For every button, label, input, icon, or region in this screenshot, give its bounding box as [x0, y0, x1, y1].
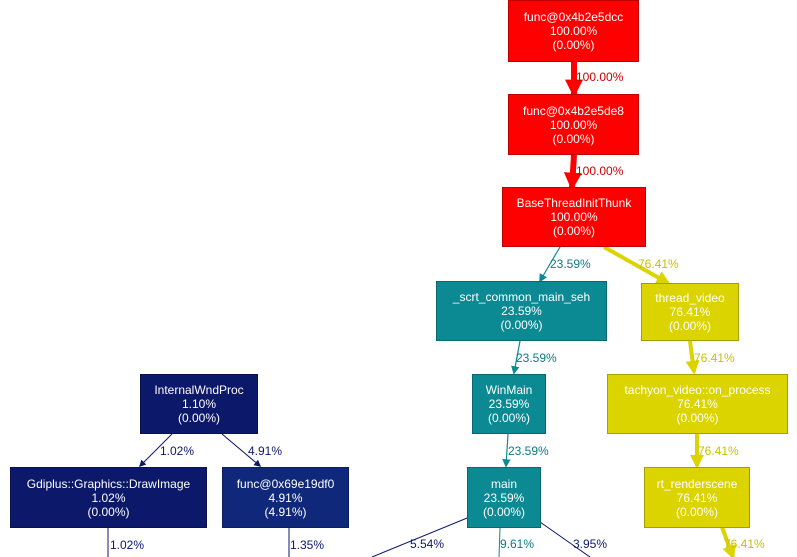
- edge-scrt-to-winmain[interactable]: [511, 340, 521, 375]
- node-total: 100.00%: [549, 24, 598, 38]
- node-internal-wnd-proc[interactable]: InternalWndProc 1.10% (0.00%): [140, 374, 258, 434]
- node-rt-renderscene[interactable]: rt_renderscene 76.41% (0.00%): [644, 467, 750, 528]
- edge-label-drawimage-out: 1.02%: [110, 538, 145, 552]
- node-main[interactable]: main 23.59% (0.00%): [467, 467, 541, 528]
- node-self: (4.91%): [264, 504, 307, 519]
- edge-de8-to-base[interactable]: [563, 154, 582, 191]
- node-self: (0.00%): [552, 224, 596, 238]
- edge-label-iwp-to-drawimage: 1.02%: [160, 444, 195, 458]
- node-name: Gdiplus::Graphics::DrawImage: [26, 476, 191, 491]
- node-total: 76.41%: [669, 305, 711, 319]
- node-func-4b2e5dcc[interactable]: func@0x4b2e5dcc 100.00% (0.00%): [508, 0, 639, 62]
- edge-renderscene-out[interactable]: [720, 526, 736, 557]
- node-func-4b2e5de8[interactable]: func@0x4b2e5de8 100.00% (0.00%): [508, 94, 639, 155]
- edge-base-to-scrt[interactable]: [539, 246, 561, 283]
- node-name: InternalWndProc: [154, 383, 244, 397]
- node-scrt-common-main-seh[interactable]: _scrt_common_main_seh 23.59% (0.00%): [436, 281, 607, 341]
- edge-label-scrt-to-winmain: 23.59%: [516, 351, 557, 365]
- node-total: 1.02%: [91, 490, 126, 505]
- node-self: (0.00%): [487, 411, 531, 425]
- node-total: 23.59%: [488, 397, 530, 411]
- edge-label-dcc-to-de8: 100.00%: [576, 70, 624, 84]
- edge-label-iwp-to-func69: 4.91%: [248, 444, 283, 458]
- node-total: 1.10%: [181, 397, 217, 411]
- node-name: tachyon_video::on_process: [624, 383, 771, 397]
- node-total: 4.91%: [268, 490, 303, 505]
- node-total: 100.00%: [549, 117, 598, 132]
- edge-label-winmain-to-main: 23.59%: [508, 444, 549, 458]
- node-name: func@0x4b2e5de8: [523, 103, 624, 118]
- edge-main-out-a[interactable]: [371, 515, 473, 557]
- edge-label-de8-to-base: 100.00%: [576, 164, 624, 178]
- edge-thread-video-to-on-process[interactable]: [685, 340, 700, 375]
- node-total: 100.00%: [550, 210, 598, 224]
- node-thread-video[interactable]: thread_video 76.41% (0.00%): [641, 283, 739, 341]
- edge-main-out-c[interactable]: [539, 521, 591, 557]
- node-name: thread_video: [655, 291, 725, 305]
- edge-label-main-out-c: 3.95%: [573, 537, 608, 551]
- edge-label-renderscene-out: 76.41%: [724, 537, 765, 551]
- edge-base-to-thread-video[interactable]: [603, 245, 671, 285]
- node-name: _scrt_common_main_seh: [452, 290, 591, 304]
- node-name: func@0x69e19df0: [236, 476, 335, 491]
- node-self: (0.00%): [482, 504, 526, 519]
- node-total: 23.59%: [483, 490, 525, 505]
- edge-iwp-to-drawimage[interactable]: [139, 433, 173, 467]
- node-total: 76.41%: [677, 397, 718, 411]
- edge-label-thread-video-to-on-process: 76.41%: [694, 351, 735, 365]
- edge-iwp-to-func69[interactable]: [221, 433, 262, 467]
- node-self: (0.00%): [552, 131, 595, 146]
- node-self: (0.00%): [177, 411, 221, 425]
- node-total: 76.41%: [676, 490, 718, 505]
- node-draw-image[interactable]: Gdiplus::Graphics::DrawImage 1.02% (0.00…: [10, 467, 207, 528]
- node-self: (0.00%): [552, 38, 595, 52]
- node-winmain[interactable]: WinMain 23.59% (0.00%): [472, 374, 546, 434]
- node-self: (0.00%): [500, 318, 543, 332]
- node-self: (0.00%): [676, 411, 719, 425]
- node-func-69e19df0[interactable]: func@0x69e19df0 4.91% (4.91%): [222, 467, 349, 528]
- node-name: rt_renderscene: [656, 476, 738, 491]
- edge-label-base-to-scrt: 23.59%: [550, 257, 591, 271]
- node-on-process[interactable]: tachyon_video::on_process 76.41% (0.00%): [607, 374, 788, 434]
- node-self: (0.00%): [668, 319, 712, 333]
- node-name: main: [490, 476, 517, 491]
- node-name: BaseThreadInitThunk: [516, 196, 632, 210]
- edge-label-func69-out: 1.35%: [290, 538, 325, 552]
- edge-main-out-b[interactable]: [498, 527, 501, 557]
- node-base-thread-init-thunk[interactable]: BaseThreadInitThunk 100.00% (0.00%): [502, 187, 646, 247]
- edge-label-main-out-b: 9.61%: [500, 537, 535, 551]
- edge-label-base-to-thread-video: 76.41%: [638, 257, 679, 271]
- node-total: 23.59%: [501, 304, 542, 318]
- node-name: func@0x4b2e5dcc: [523, 10, 624, 24]
- edge-label-on-process-to-renderscene: 76.41%: [698, 444, 739, 458]
- edge-winmain-to-main[interactable]: [502, 433, 511, 468]
- node-self: (0.00%): [87, 504, 130, 519]
- node-self: (0.00%): [675, 504, 719, 519]
- node-name: WinMain: [485, 383, 533, 397]
- edge-label-main-out-a: 5.54%: [410, 537, 445, 551]
